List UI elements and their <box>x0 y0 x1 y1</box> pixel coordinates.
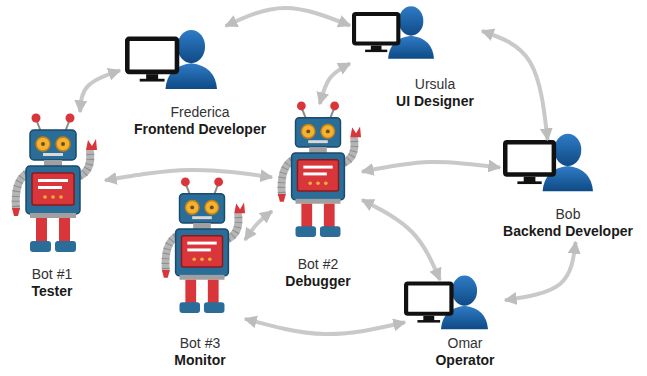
person-at-monitor <box>505 134 593 192</box>
robot-illustration <box>162 178 245 313</box>
node-label-block: Bot #1Tester <box>32 266 73 300</box>
double-arrow-connector <box>320 63 350 104</box>
person-at-monitor <box>354 6 434 58</box>
actor-node: OmarOperator <box>405 280 505 372</box>
double-arrow-connector <box>245 211 272 240</box>
node-label-block: Bot #3Monitor <box>174 335 225 369</box>
double-arrow-connector <box>105 170 272 180</box>
actor-node: Bot #1Tester <box>5 112 105 302</box>
double-arrow-connector <box>226 8 350 26</box>
role-title: Tester <box>32 283 73 300</box>
robot-illustration <box>278 102 361 237</box>
role-title: Monitor <box>174 352 225 369</box>
person-at-monitor <box>406 276 488 330</box>
actor-node: UrsulaUI Designer <box>350 4 482 112</box>
actor-node: FredericaFrontend Developer <box>120 26 280 140</box>
node-label-block: BobBackend Developer <box>503 206 633 240</box>
role-title: Operator <box>435 352 494 369</box>
role-title: UI Designer <box>396 93 474 110</box>
actor-node: Bot #3Monitor <box>155 175 245 372</box>
role-title: Backend Developer <box>503 223 633 240</box>
person-name: Frederica <box>134 104 266 121</box>
person-name: Bot #1 <box>32 266 73 283</box>
person-name: Omar <box>435 335 494 352</box>
person-name: Bot #2 <box>285 256 350 273</box>
node-label-block: UrsulaUI Designer <box>396 76 474 110</box>
person-at-monitor <box>127 30 217 89</box>
double-arrow-connector <box>505 242 576 300</box>
double-arrow-connector <box>245 319 405 334</box>
node-label-block: Bot #2Debugger <box>285 256 350 290</box>
double-arrow-connector <box>482 31 548 140</box>
double-arrow-connector <box>80 70 120 112</box>
role-title: Debugger <box>285 273 350 290</box>
person-name: Bot #3 <box>174 335 225 352</box>
robot-illustration <box>12 114 97 253</box>
double-arrow-connector <box>362 200 440 280</box>
node-label-block: FredericaFrontend Developer <box>134 104 266 138</box>
role-title: Frontend Developer <box>134 121 266 138</box>
actor-node: Bot #2Debugger <box>272 104 362 292</box>
double-arrow-connector <box>362 162 500 172</box>
actor-node: BobBackend Developer <box>500 140 640 242</box>
node-label-block: OmarOperator <box>435 335 494 369</box>
person-name: Ursula <box>396 76 474 93</box>
person-name: Bob <box>503 206 633 223</box>
